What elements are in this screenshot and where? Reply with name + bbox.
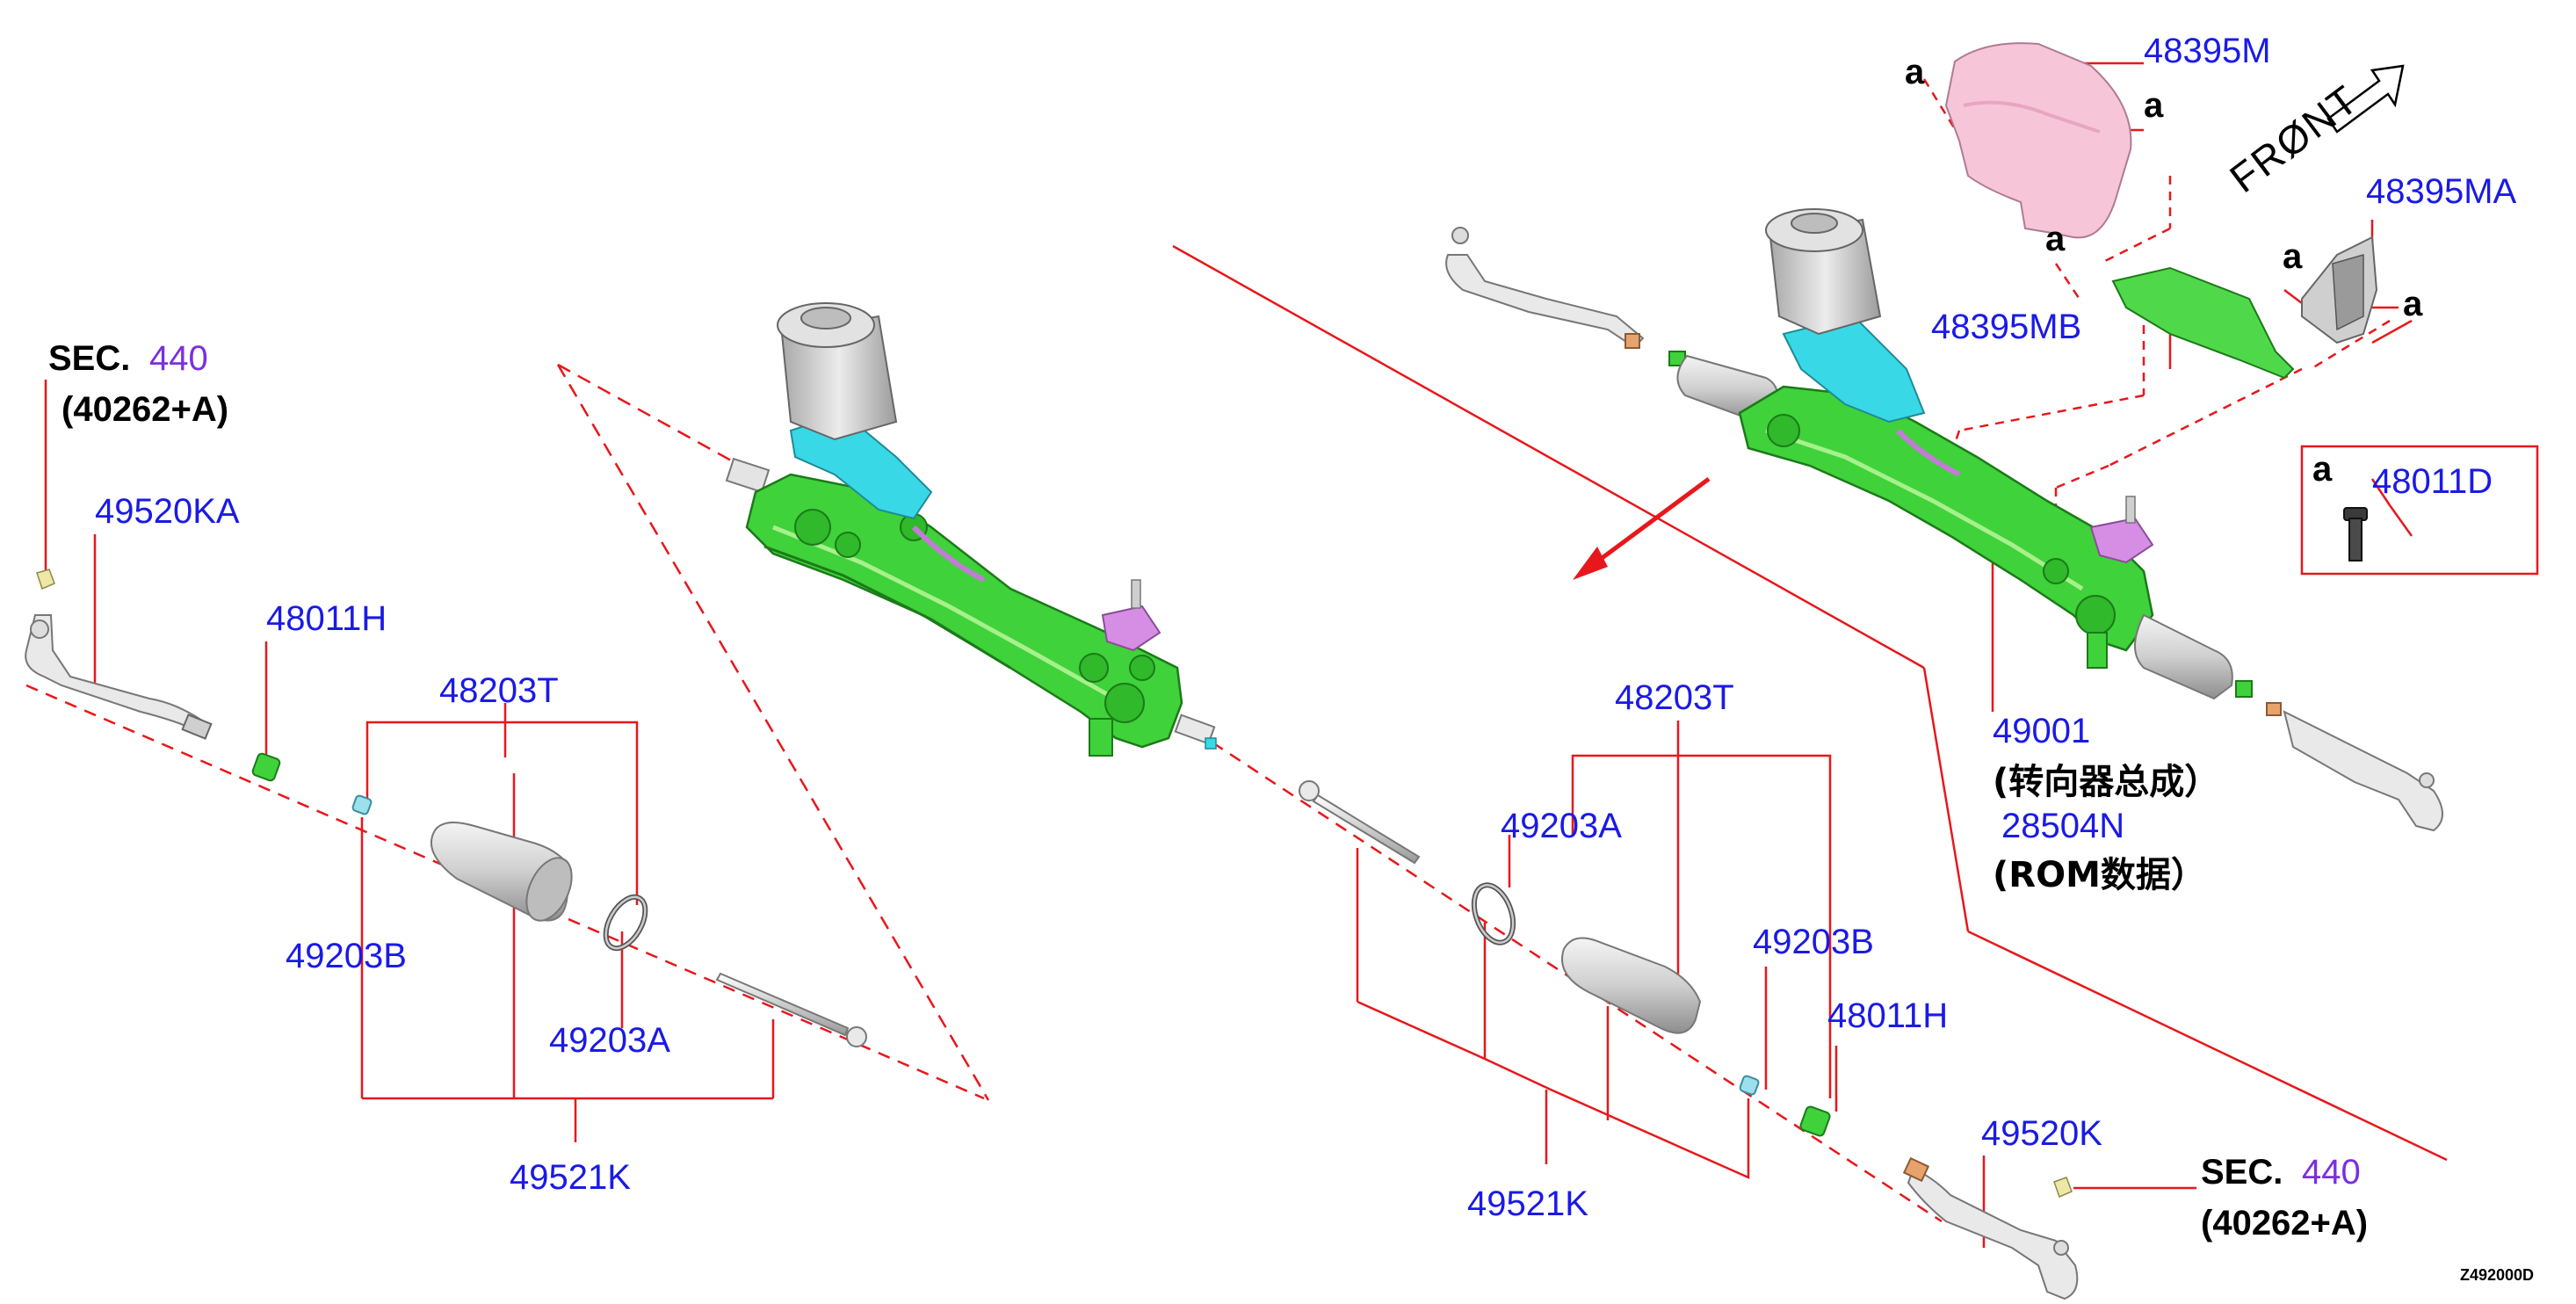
right-clamp-49203a	[1471, 882, 1516, 945]
left-lock-nut-label[interactable]: 48011H	[266, 599, 387, 638]
cover-48395m	[1944, 42, 2132, 239]
right-clamp-large-label[interactable]: 49203A	[1501, 807, 1622, 845]
right-boot-kit-label[interactable]: 48203T	[1615, 678, 1734, 717]
left-boot-kit-label[interactable]: 48203T	[439, 671, 559, 710]
left-clamp-small-label[interactable]: 49203B	[286, 937, 407, 975]
left-sec-ref: (40262+A)	[62, 390, 229, 429]
figure-code: Z492000D	[2460, 1266, 2535, 1284]
plate-48395mb	[2111, 266, 2295, 380]
bolt-48011d-label[interactable]: 48011D	[2372, 462, 2493, 501]
left-clamp-49203b	[351, 794, 373, 815]
ref-mark-a: a	[2045, 220, 2066, 258]
left-tie-rod-end-label[interactable]: 49520KA	[95, 492, 240, 531]
right-inner-socket-49521k	[1299, 780, 1421, 865]
right-tie-rod-end-label[interactable]: 49520K	[1981, 1114, 2102, 1153]
plate-48395mb-label[interactable]: 48395MB	[1931, 308, 2082, 346]
right-boot-48203t	[1561, 937, 1702, 1034]
bolt-48011d-icon	[2343, 507, 2368, 561]
left-clamp-49203a	[603, 894, 648, 952]
right-clamp-49203b	[1739, 1075, 1760, 1096]
ref-mark-a: a	[2144, 86, 2164, 125]
ref-mark-a: a	[1905, 53, 1925, 91]
left-inner-socket-label[interactable]: 49521K	[510, 1158, 631, 1197]
left-clamp-large-label[interactable]: 49203A	[549, 1021, 670, 1060]
direction-arrow-icon	[1573, 476, 1711, 580]
right-sec-label: SEC.	[2201, 1153, 2283, 1192]
left-lock-nut-48011h	[251, 752, 281, 782]
bracket-48395ma	[2301, 235, 2378, 344]
rom-part-label[interactable]: 28504N	[2001, 807, 2125, 845]
right-sec-ref: (40262+A)	[2201, 1204, 2369, 1242]
left-boot-48203t	[431, 822, 573, 922]
bracket-48395ma-label[interactable]: 48395MA	[2366, 172, 2517, 211]
ref-mark-a: a	[2312, 450, 2333, 489]
right-sec-number[interactable]: 440	[2302, 1153, 2361, 1192]
ref-mark-a: a	[2403, 285, 2423, 323]
assembly-part-desc: (转向器总成）	[1993, 762, 2220, 802]
right-lock-nut-48011h	[1799, 1105, 1831, 1137]
rom-part-desc: (ROM数据）	[1993, 855, 2206, 895]
left-sec-number[interactable]: 440	[149, 339, 208, 378]
right-clamp-small-label[interactable]: 49203B	[1753, 923, 1874, 961]
ref-mark-a: a	[2283, 237, 2303, 276]
right-tie-rod-end	[1902, 1156, 2079, 1300]
right-sec-440-nut	[2053, 1177, 2073, 1199]
left-tie-rod-end	[25, 614, 213, 740]
front-arrow-icon	[2326, 64, 2405, 134]
right-lock-nut-label[interactable]: 48011H	[1827, 996, 1949, 1035]
center-rack-assembly	[725, 302, 1217, 757]
left-inner-socket-49521k	[715, 972, 867, 1047]
left-sec-label: SEC.	[48, 339, 131, 378]
assembly-part-label[interactable]: 49001	[1993, 712, 2091, 750]
upper-right-rack-assembly	[1445, 208, 2443, 832]
left-sec-440-nut	[36, 569, 55, 590]
cover-48395m-label[interactable]: 48395M	[2144, 32, 2271, 70]
right-inner-socket-label[interactable]: 49521K	[1467, 1184, 1588, 1223]
